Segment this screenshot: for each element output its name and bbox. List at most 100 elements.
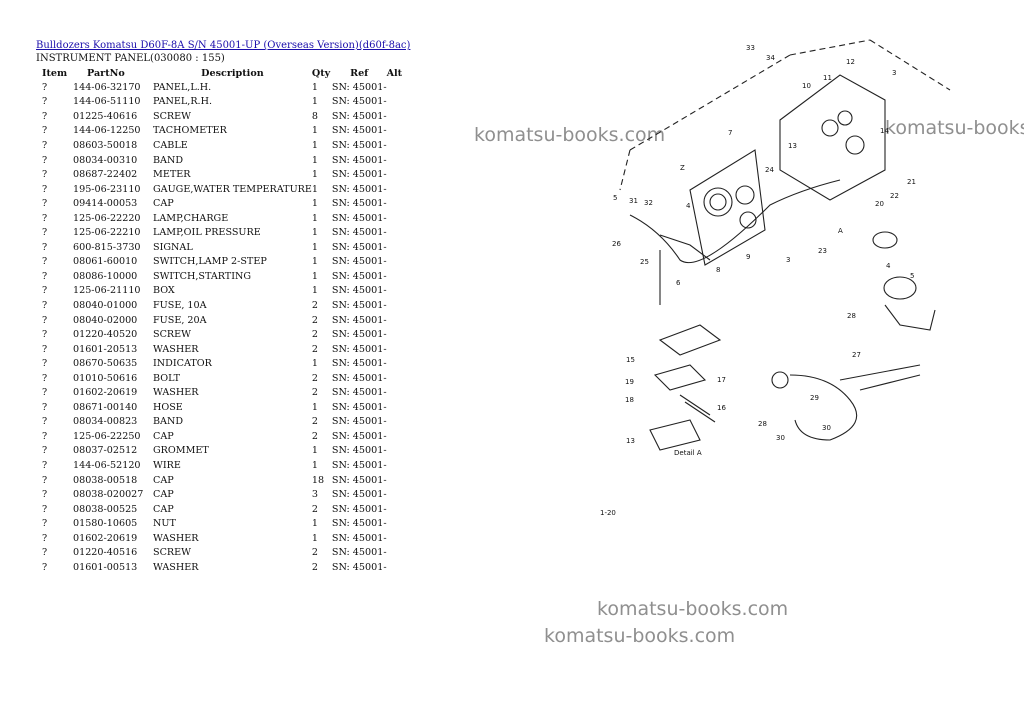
cell-qty: 2 <box>311 329 318 341</box>
section-title: INSTRUMENT PANEL(030080 : 155) <box>36 53 225 64</box>
cell-ref: SN: 45001- <box>331 518 387 530</box>
cell-ref: SN: 45001- <box>331 299 387 311</box>
cell-alt <box>387 298 407 313</box>
cell-item: ? <box>42 198 48 210</box>
cell-item: ? <box>42 241 48 253</box>
svg-text:24: 24 <box>765 166 774 174</box>
cell-partno: 01602-20619 <box>73 387 138 399</box>
cell-partno: 125-06-21110 <box>73 285 141 297</box>
cell-description: INDICATOR <box>153 358 212 370</box>
cell-ref: SN: 45001- <box>331 314 387 326</box>
cell-alt <box>387 225 407 240</box>
gauge-shape <box>837 110 853 126</box>
cell-alt <box>387 182 407 197</box>
cell-description: LAMP,OIL PRESSURE <box>153 227 261 239</box>
svg-text:8: 8 <box>716 266 720 274</box>
cell-item: ? <box>42 372 48 384</box>
switch-shape <box>845 135 865 155</box>
svg-text:Z: Z <box>680 164 685 172</box>
cell-item: ? <box>42 474 48 486</box>
cell-ref: SN: 45001- <box>331 227 387 239</box>
cell-alt <box>387 385 407 400</box>
svg-text:4: 4 <box>686 202 691 210</box>
cell-item: ? <box>42 314 48 326</box>
cell-partno: 01220-40520 <box>73 329 138 341</box>
cell-ref: SN: 45001- <box>331 401 387 413</box>
cell-item: ? <box>42 503 48 515</box>
cell-ref: SN: 45001- <box>331 285 387 297</box>
cell-alt <box>387 531 407 546</box>
cell-partno: 144-06-12250 <box>73 125 141 137</box>
table-header-row: Item PartNo Description Qty Ref Alt <box>36 66 407 80</box>
cell-description: SWITCH,LAMP 2-STEP <box>153 256 267 268</box>
svg-text:13: 13 <box>788 142 797 150</box>
cell-description: WIRE <box>153 459 181 471</box>
cell-alt <box>387 269 407 284</box>
cell-qty: 1 <box>311 358 318 370</box>
cell-ref: SN: 45001- <box>331 139 387 151</box>
svg-text:33: 33 <box>746 44 755 52</box>
cell-alt <box>387 371 407 386</box>
svg-text:30: 30 <box>776 434 785 442</box>
cell-description: CAP <box>153 474 174 486</box>
breadcrumb-title-link[interactable]: Bulldozers Komatsu D60F-8A S/N 45001-UP … <box>36 40 411 51</box>
cell-description: SCREW <box>153 547 192 559</box>
cell-ref: SN: 45001- <box>331 503 387 515</box>
cell-partno: 08687-22402 <box>73 169 138 181</box>
cell-partno: 08040-02000 <box>73 314 138 326</box>
watermark-text: komatsu-books.com <box>474 124 666 146</box>
cell-partno: 08603-50018 <box>73 139 138 151</box>
col-header-ref: Ref <box>350 67 369 79</box>
cell-item: ? <box>42 212 48 224</box>
cell-description: PANEL,R.H. <box>153 96 213 108</box>
cell-description: CAP <box>153 198 174 210</box>
svg-text:14: 14 <box>880 127 889 135</box>
cell-qty: 1 <box>311 212 318 224</box>
cell-item: ? <box>42 489 48 501</box>
cell-qty: 1 <box>311 532 318 544</box>
svg-text:20: 20 <box>875 200 884 208</box>
cell-qty: 1 <box>311 183 318 195</box>
indicator-shape <box>883 276 917 300</box>
cell-ref: SN: 45001- <box>331 125 387 137</box>
cell-item: ? <box>42 96 48 108</box>
cell-item: ? <box>42 110 48 122</box>
cell-qty: 1 <box>311 270 318 282</box>
cell-description: GROMMET <box>153 445 209 457</box>
svg-text:25: 25 <box>640 258 649 266</box>
col-header-alt: Alt <box>386 67 403 79</box>
cell-ref: SN: 45001- <box>331 445 387 457</box>
svg-text:32: 32 <box>644 199 653 207</box>
cell-description: BOX <box>153 285 175 297</box>
bracket-shape <box>649 419 701 451</box>
cell-ref: SN: 45001- <box>331 387 387 399</box>
cell-item: ? <box>42 430 48 442</box>
cell-alt <box>387 546 407 561</box>
svg-text:28: 28 <box>847 312 856 320</box>
cell-partno: 01220-40516 <box>73 547 138 559</box>
cell-ref: SN: 45001- <box>331 474 387 486</box>
fuse-box-shape <box>658 324 722 356</box>
dashed-outline <box>869 39 951 91</box>
cell-partno: 01601-00513 <box>73 561 138 573</box>
cell-ref: SN: 45001- <box>331 547 387 559</box>
right-panel-shape <box>779 74 886 201</box>
cell-qty: 8 <box>311 110 318 122</box>
cell-ref: SN: 45001- <box>331 270 387 282</box>
cell-description: FUSE, 20A <box>153 314 207 326</box>
cell-qty: 18 <box>311 474 325 486</box>
cell-ref: SN: 45001- <box>331 81 387 93</box>
cell-partno: 08670-50635 <box>73 358 138 370</box>
cell-ref: SN: 45001- <box>331 198 387 210</box>
cell-alt <box>387 327 407 342</box>
cell-qty: 1 <box>311 518 318 530</box>
cell-alt <box>387 167 407 182</box>
